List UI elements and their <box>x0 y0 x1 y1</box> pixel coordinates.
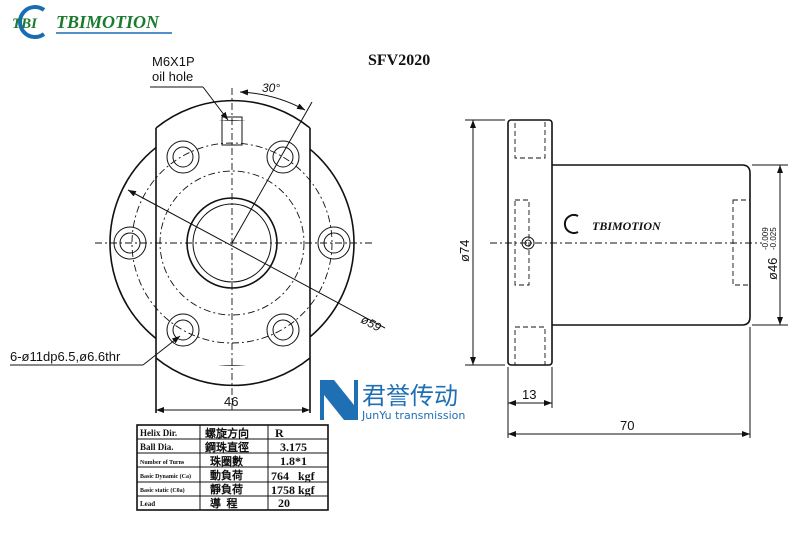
row-value: 1.8*1 <box>280 454 307 468</box>
row-label-cn: 靜負荷 <box>210 482 243 496</box>
part-title: SFV2020 <box>368 52 430 69</box>
junyu-logo-icon <box>320 380 358 420</box>
length-dim: 70 <box>620 418 634 433</box>
watermark-en: JunYu transmission <box>361 409 465 422</box>
table-row: Number of Turns 珠圈數 1.8*1 <box>140 454 307 468</box>
angle-label: 30° <box>262 81 280 95</box>
row-label-cn: 導 程 <box>210 496 238 510</box>
row-value: 764 kgf <box>271 469 316 483</box>
oil-hole <box>221 116 243 146</box>
holes-label: 6-ø11dp6.5,ø6.6thr <box>10 349 121 364</box>
row-label-en: Ball Dia. <box>140 442 174 452</box>
row-label-en: Helix Dir. <box>140 428 177 438</box>
pcd-label: ø59 <box>359 312 384 334</box>
table-row: Ball Dia. 鋼珠直徑 3.175 <box>140 440 307 454</box>
spec-table: Helix Dir. 螺旋方向 R Ball Dia. 鋼珠直徑 3.175 Numbe… <box>136 424 329 511</box>
table-row: Basic Dynamic (Ca) 動負荷 764 kgf <box>140 468 316 483</box>
side-view: TBIMOTION ø74 ø46 -0.009 -0.025 13 70 <box>457 119 788 438</box>
oil-hole-label: oil hole <box>152 69 193 84</box>
row-label-cn: 鋼珠直徑 <box>204 440 249 454</box>
logo-ring-icon <box>18 5 46 39</box>
tbi-logo: TBI TBIMOTION <box>12 5 172 39</box>
oil-hole-spec: M6X1P <box>152 54 195 69</box>
flange-thk-dim: 13 <box>522 387 536 402</box>
body-logo: TBIMOTION <box>592 219 662 233</box>
front-view: M6X1P oil hole 30° ø59 6-ø11dp6.5,ø6.6th… <box>10 54 386 413</box>
width-dim: 46 <box>224 394 238 409</box>
row-label-cn: 螺旋方向 <box>205 426 249 440</box>
brand-name: TBIMOTION <box>56 12 160 32</box>
table-row: Basic static (C0a) 靜負荷 1758 kgf <box>140 482 316 497</box>
row-label-en: Basic static (C0a) <box>140 487 185 494</box>
watermark-cn: 君誉传动 <box>362 382 458 410</box>
flange-dia-dim: ø74 <box>457 240 472 262</box>
row-value: 20 <box>278 496 290 510</box>
table-row: Lead 導 程 20 <box>140 496 290 510</box>
mounting-holes <box>113 140 351 347</box>
body-dia-dim: ø46 <box>765 258 780 280</box>
row-label-en: Basic Dynamic (Ca) <box>140 473 191 480</box>
row-value: R <box>275 426 284 440</box>
row-value: 1758 kgf <box>271 483 316 497</box>
tol-lower: -0.025 <box>769 227 778 250</box>
table-row: Helix Dir. 螺旋方向 R <box>140 426 284 440</box>
logo-mark: TBI <box>12 16 38 32</box>
row-label-en: Number of Turns <box>140 460 185 466</box>
body-logo-icon <box>563 214 579 234</box>
tol-upper: -0.009 <box>761 227 770 250</box>
row-label-cn: 動負荷 <box>210 468 243 482</box>
row-label-en: Lead <box>140 500 155 508</box>
row-value: 3.175 <box>280 440 307 454</box>
junyu-watermark: 君誉传动 JunYu transmission <box>320 380 465 422</box>
row-label-cn: 珠圈數 <box>210 454 243 468</box>
body-side <box>552 164 751 326</box>
